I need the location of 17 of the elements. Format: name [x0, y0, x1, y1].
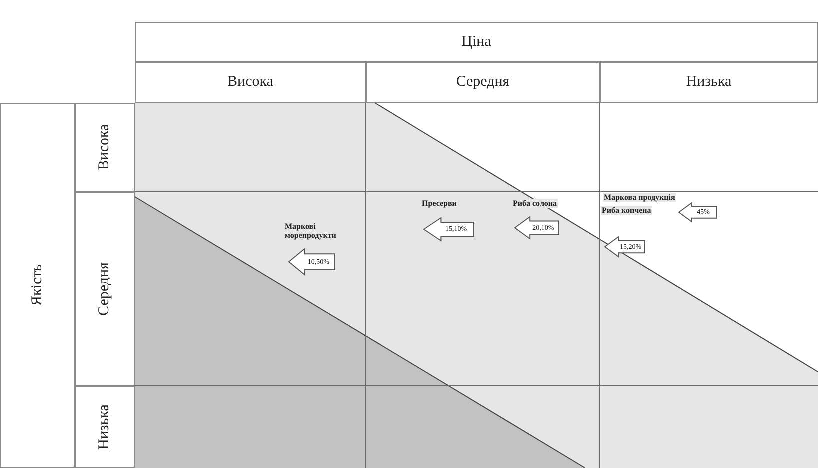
product-label: Риба копчена — [601, 206, 652, 215]
header-cell: Середня — [75, 192, 135, 386]
block-arrow — [678, 202, 718, 223]
header-cell: Висока — [135, 62, 366, 103]
header-cell: Низька — [75, 386, 135, 468]
product-label: Маркова продукція — [603, 193, 676, 202]
header-cell: Ціна — [135, 22, 818, 62]
header-cell: Низька — [600, 62, 818, 103]
block-arrow — [423, 217, 475, 242]
header-cell: Висока — [75, 103, 135, 192]
header-cell: Середня — [366, 62, 600, 103]
product-label: Пресерви — [421, 199, 458, 208]
product-label: Риба солона — [512, 199, 558, 208]
header-cell: Якість — [0, 103, 75, 468]
block-arrow — [604, 236, 646, 258]
block-arrow — [514, 216, 560, 240]
block-arrow — [288, 248, 336, 276]
